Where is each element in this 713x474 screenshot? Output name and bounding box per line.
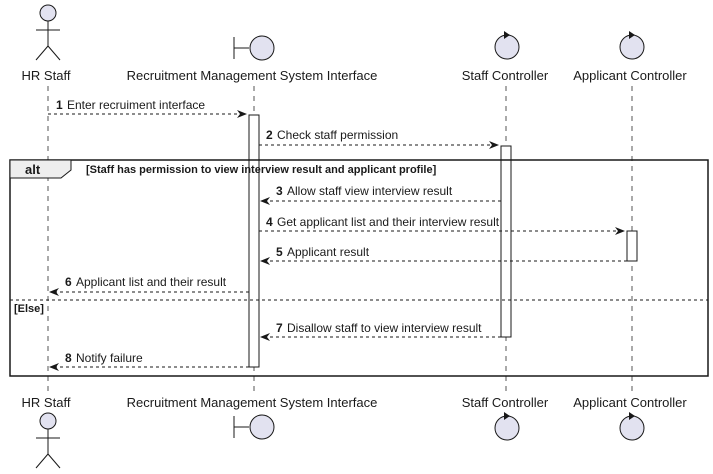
alt-fragment: alt [Staff has permission to view interv… [9,159,709,377]
participant-label: HR Staff [22,395,71,410]
else-condition: [Else] [14,303,44,315]
message-number: 7 [276,321,283,335]
message-number: 6 [65,275,72,289]
message-4: 4 Get applicant list and their interview… [259,215,625,235]
actor-icon [35,412,61,469]
message-label: Enter recruiment interface [67,98,205,112]
message-7: 7 Disallow staff to view interview resul… [260,321,501,341]
message-5: 5 Applicant result [260,245,627,265]
participant-label: Staff Controller [462,68,549,83]
message-label: Notify failure [76,351,143,365]
message-6: 6 Applicant list and their result [49,275,249,296]
message-label: Get applicant list and their interview r… [277,215,500,229]
control-icon [619,412,645,441]
alt-operator-tab [9,159,72,179]
alt-condition: [Staff has permission to view interview … [86,164,437,176]
participant-label: Recruitment Management System Interface [127,395,378,410]
message-number: 4 [266,215,273,229]
actor-icon [35,4,61,61]
message-label: Applicant list and their result [76,275,227,289]
participant-label: Applicant Controller [573,395,687,410]
message-3: 3 Allow staff view interview result [260,184,501,205]
message-label: Applicant result [287,245,370,259]
activation-staff-controller [500,145,512,338]
participant-hr-staff-top: HR Staff [22,4,71,83]
control-icon [494,31,520,60]
message-number: 8 [65,351,72,365]
participant-hr-staff-bottom: HR Staff [22,395,71,469]
participant-label: Staff Controller [462,395,549,410]
participant-label: Applicant Controller [573,68,687,83]
participant-label: Recruitment Management System Interface [127,68,378,83]
participant-rms-interface-bottom: Recruitment Management System Interface [127,395,378,440]
alt-frame [9,159,709,377]
participant-label: HR Staff [22,68,71,83]
boundary-icon [233,35,275,61]
activation-rms-interface [248,114,260,368]
alt-operator-label: alt [25,162,41,177]
message-label: Allow staff view interview result [287,184,453,198]
message-label: Disallow staff to view interview result [287,321,482,335]
activation-applicant-controller [626,230,638,262]
participant-applicant-controller-bottom: Applicant Controller [573,395,687,441]
message-2: 2 Check staff permission [259,128,499,149]
participant-staff-controller-top: Staff Controller [462,31,549,83]
message-1: 1 Enter recruiment interface [48,98,247,118]
message-number: 2 [266,128,273,142]
messages: 1 Enter recruiment interface 2 Check sta… [48,98,627,371]
boundary-icon [233,414,275,440]
message-8: 8 Notify failure [49,351,249,371]
activation-bars [248,114,638,368]
participant-staff-controller-bottom: Staff Controller [462,395,549,441]
message-number: 1 [56,98,63,112]
control-icon [494,412,520,441]
message-number: 3 [276,184,283,198]
message-label: Check staff permission [277,128,398,142]
control-icon [619,31,645,60]
participant-rms-interface-top: Recruitment Management System Interface [127,35,378,83]
participant-applicant-controller-top: Applicant Controller [573,31,687,83]
message-number: 5 [276,245,283,259]
